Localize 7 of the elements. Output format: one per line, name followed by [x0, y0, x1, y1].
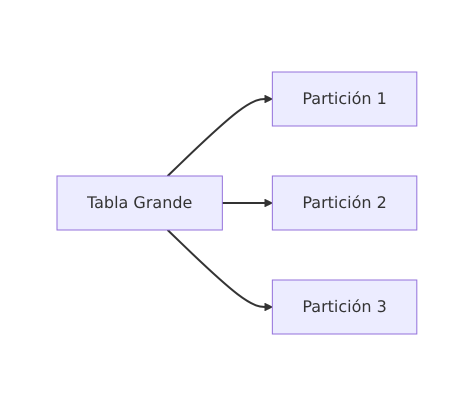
arrow — [222, 198, 273, 207]
node-box: Partición 2 — [272, 175, 418, 230]
node-box: Partición 1 — [272, 71, 418, 126]
arrow — [167, 94, 273, 176]
arrow — [167, 228, 273, 311]
node-box: Tabla Grande — [56, 175, 223, 230]
node-box: Partición 3 — [272, 279, 418, 334]
